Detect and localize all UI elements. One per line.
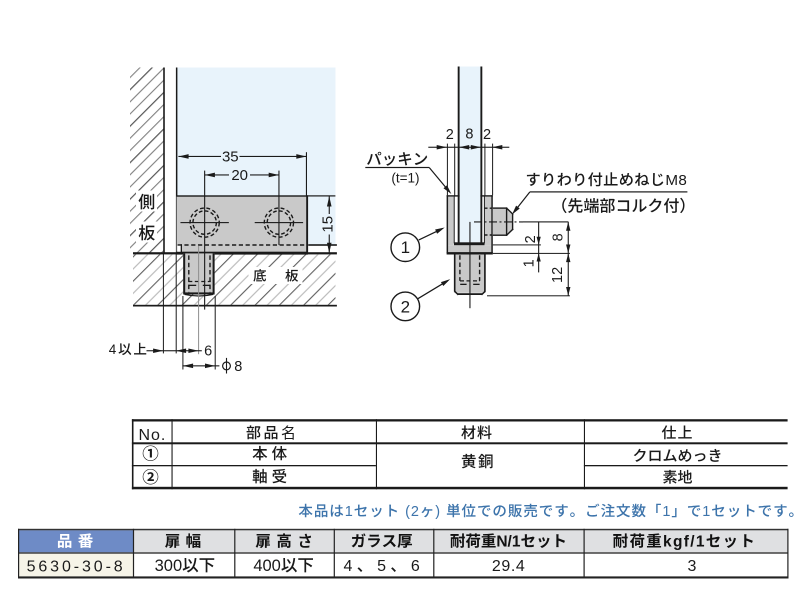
svg-text:1: 1	[401, 238, 410, 257]
svg-text:8: 8	[234, 359, 242, 375]
svg-text:5630-30-8: 5630-30-8	[27, 559, 126, 576]
svg-text:側: 側	[138, 193, 155, 212]
svg-text:クロムめっき: クロムめっき	[632, 448, 722, 465]
svg-text:部品名: 部品名	[246, 425, 299, 442]
svg-text:2: 2	[401, 297, 410, 316]
svg-text:扉幅: 扉幅	[165, 532, 207, 550]
svg-text:板: 板	[138, 224, 155, 243]
svg-text:8: 8	[465, 126, 473, 142]
svg-text:軸受: 軸受	[252, 468, 291, 486]
svg-text:底: 底	[253, 269, 267, 284]
svg-text:2: 2	[483, 127, 491, 143]
svg-text:仕上: 仕上	[661, 425, 693, 442]
svg-text:3: 3	[688, 558, 697, 575]
svg-text:(t=1): (t=1)	[391, 170, 419, 185]
svg-text:黄銅: 黄銅	[461, 453, 495, 471]
svg-text:材料: 材料	[461, 425, 493, 442]
svg-text:（先端部コルク付）: （先端部コルク付）	[551, 198, 695, 216]
svg-text:①: ①	[142, 444, 159, 463]
svg-text:1: 1	[522, 259, 538, 267]
svg-text:12: 12	[550, 267, 566, 283]
svg-text:耐荷重N/1セット: 耐荷重N/1セット	[450, 532, 567, 550]
svg-text:29.4: 29.4	[492, 558, 525, 575]
svg-text:本体: 本体	[252, 445, 291, 463]
svg-text:2: 2	[446, 127, 454, 143]
svg-text:板: 板	[285, 269, 299, 284]
svg-text:すりわり付止めねじM8: すりわり付止めねじM8	[526, 172, 688, 189]
svg-text:15: 15	[319, 216, 336, 233]
svg-text:300以下: 300以下	[155, 557, 216, 575]
svg-text:6: 6	[204, 344, 212, 360]
svg-text:パッキン: パッキン	[366, 152, 428, 169]
svg-text:②: ②	[142, 468, 159, 487]
svg-text:素地: 素地	[662, 469, 692, 486]
svg-text:扉高さ: 扉高さ	[255, 532, 318, 550]
svg-text:品番: 品番	[57, 532, 99, 550]
svg-text:ガラス厚: ガラス厚	[351, 532, 413, 550]
svg-text:耐荷重kgf/1セット: 耐荷重kgf/1セット	[613, 532, 756, 550]
svg-text:400以下: 400以下	[253, 557, 314, 575]
svg-text:本品は1セット (2ヶ) 単位での販売です。ご注文数「1」で: 本品は1セット (2ヶ) 単位での販売です。ご注文数「1」で1セットです。	[298, 503, 804, 520]
svg-text:2: 2	[523, 235, 539, 243]
svg-text:8: 8	[551, 233, 567, 241]
svg-text:4以上: 4以上	[109, 342, 149, 357]
svg-text:No.: No.	[138, 427, 166, 444]
svg-text:35: 35	[222, 149, 239, 166]
svg-text:20: 20	[231, 167, 248, 184]
svg-text:4、5、6: 4、5、6	[343, 558, 424, 575]
